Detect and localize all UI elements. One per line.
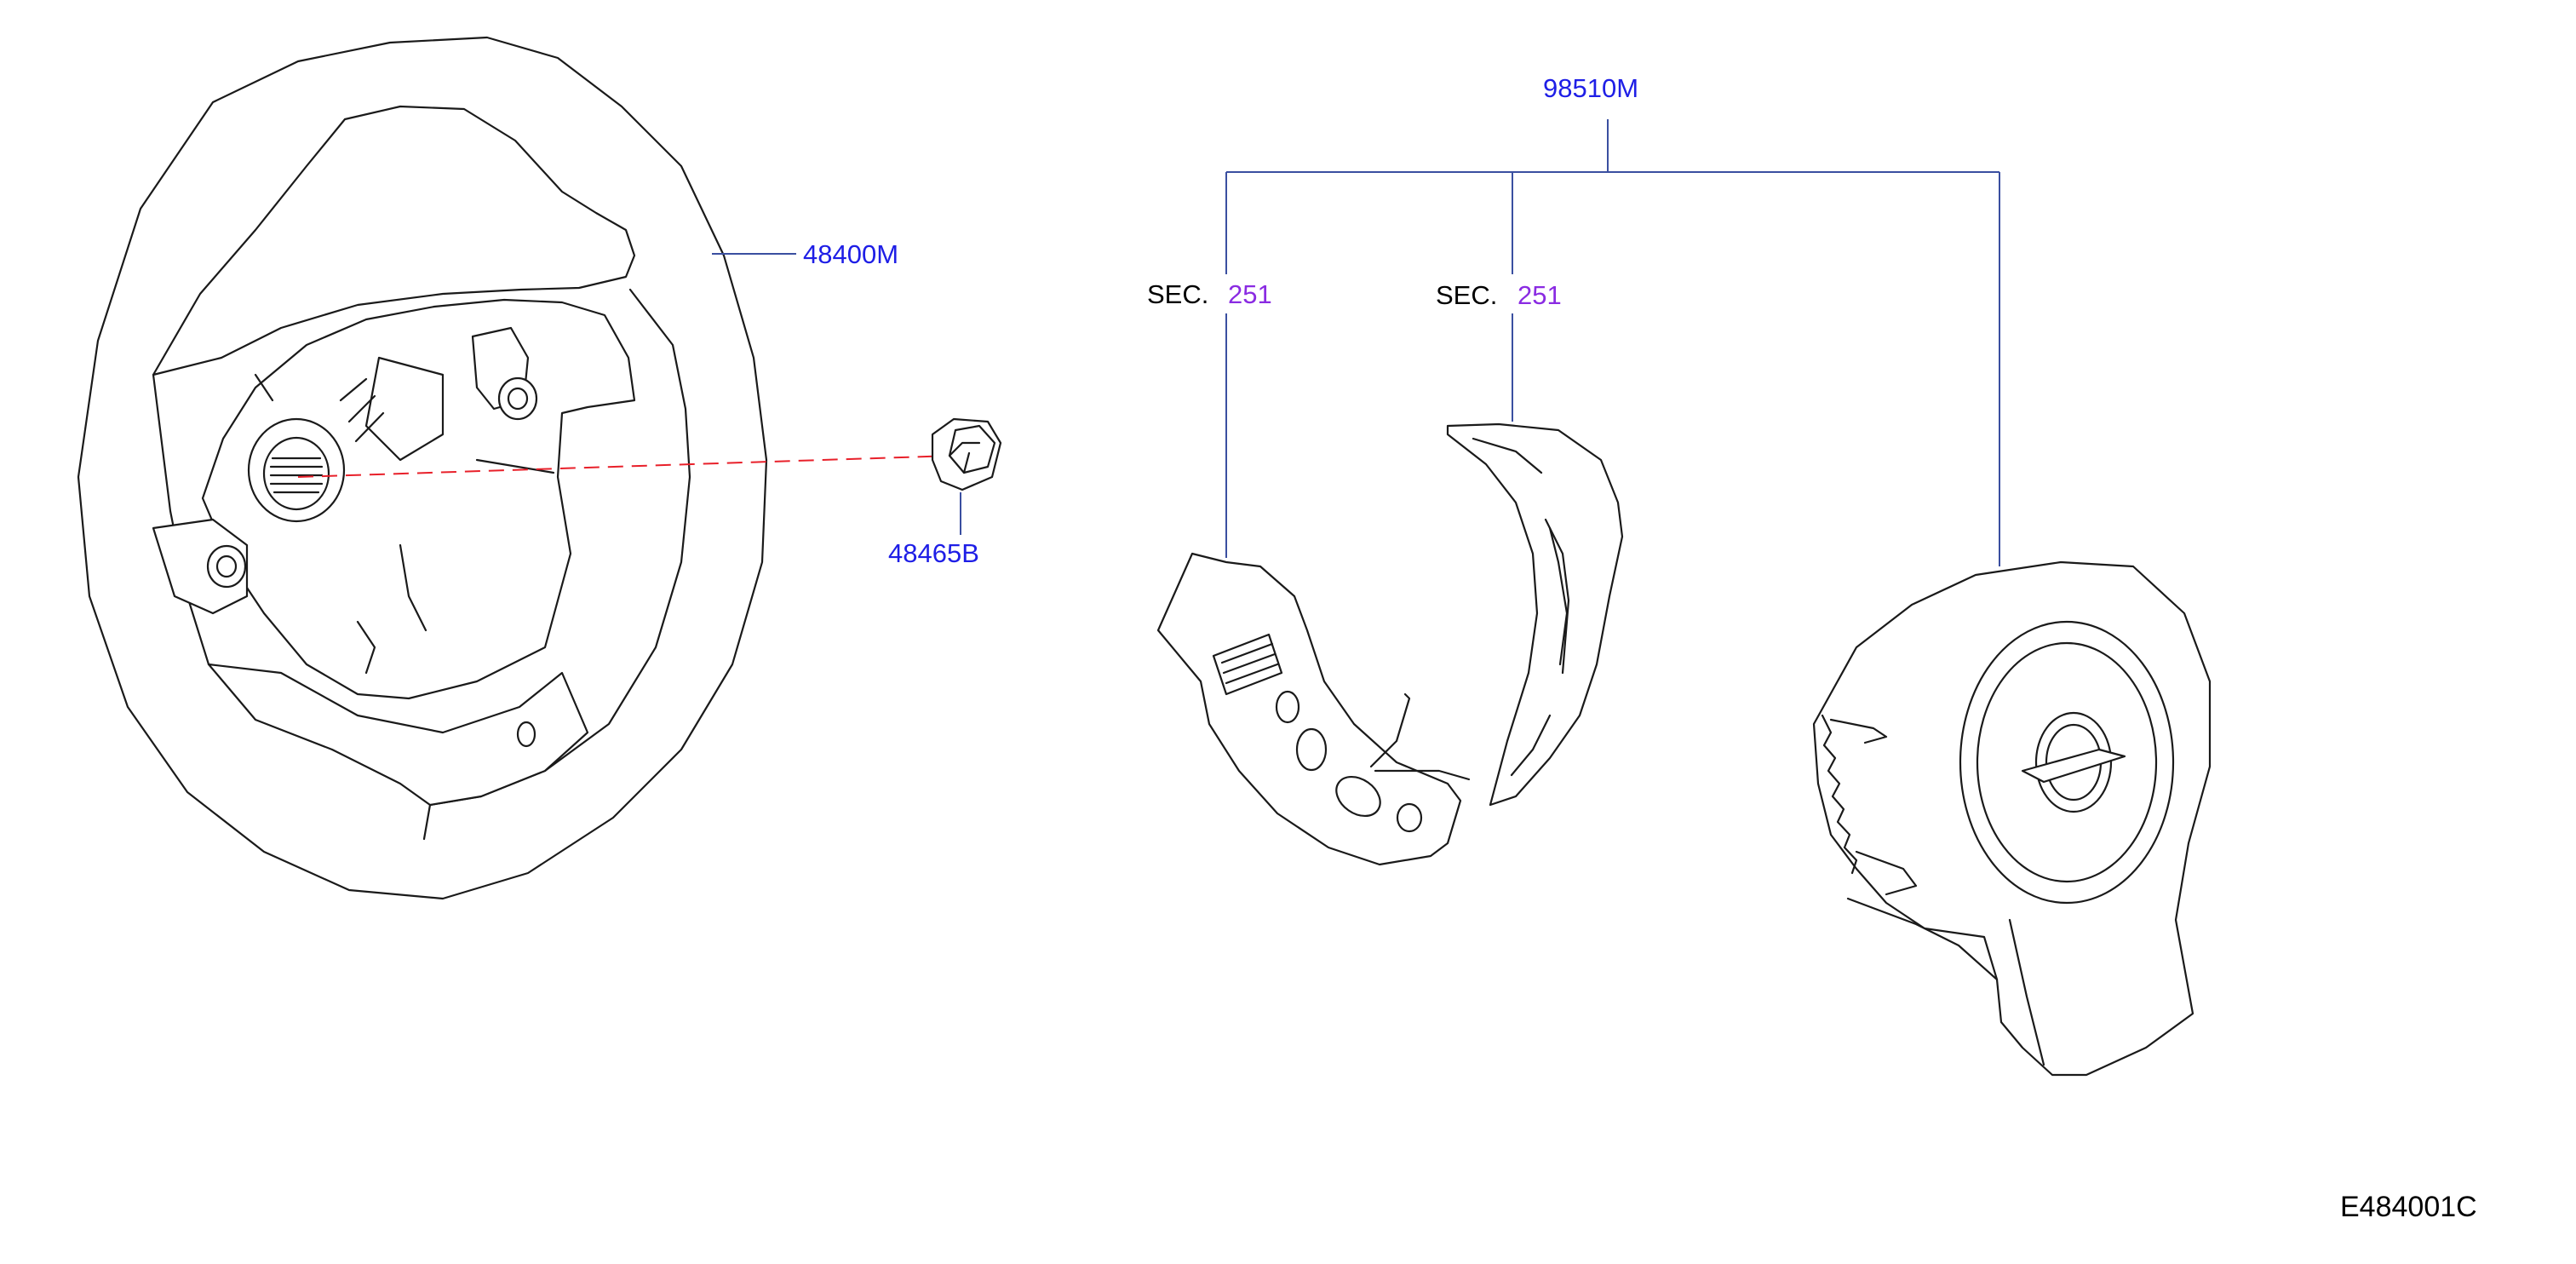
airbag-module-drawing bbox=[1812, 560, 2212, 1077]
section-ref-2-number: 251 bbox=[1517, 280, 1562, 310]
right-switch-cover-drawing bbox=[1446, 422, 1624, 807]
section-ref-1-number: 251 bbox=[1228, 279, 1272, 309]
airbag-assembly-part-number: 98510M bbox=[1543, 73, 1638, 103]
nut-part-number: 48465B bbox=[888, 538, 979, 568]
section-ref-2-prefix: SEC. bbox=[1436, 280, 1497, 310]
left-switch-cover-drawing bbox=[1156, 552, 1471, 866]
nut-drawing bbox=[931, 417, 1002, 491]
steering-wheel-drawing bbox=[77, 36, 768, 900]
assembly-centerline bbox=[297, 455, 955, 478]
section-ref-1-prefix: SEC. bbox=[1147, 279, 1208, 309]
steering-wheel-part-number: 48400M bbox=[803, 239, 898, 269]
leader-lines bbox=[712, 119, 2000, 566]
diagram-reference-code: E484001C bbox=[2340, 1191, 2477, 1223]
